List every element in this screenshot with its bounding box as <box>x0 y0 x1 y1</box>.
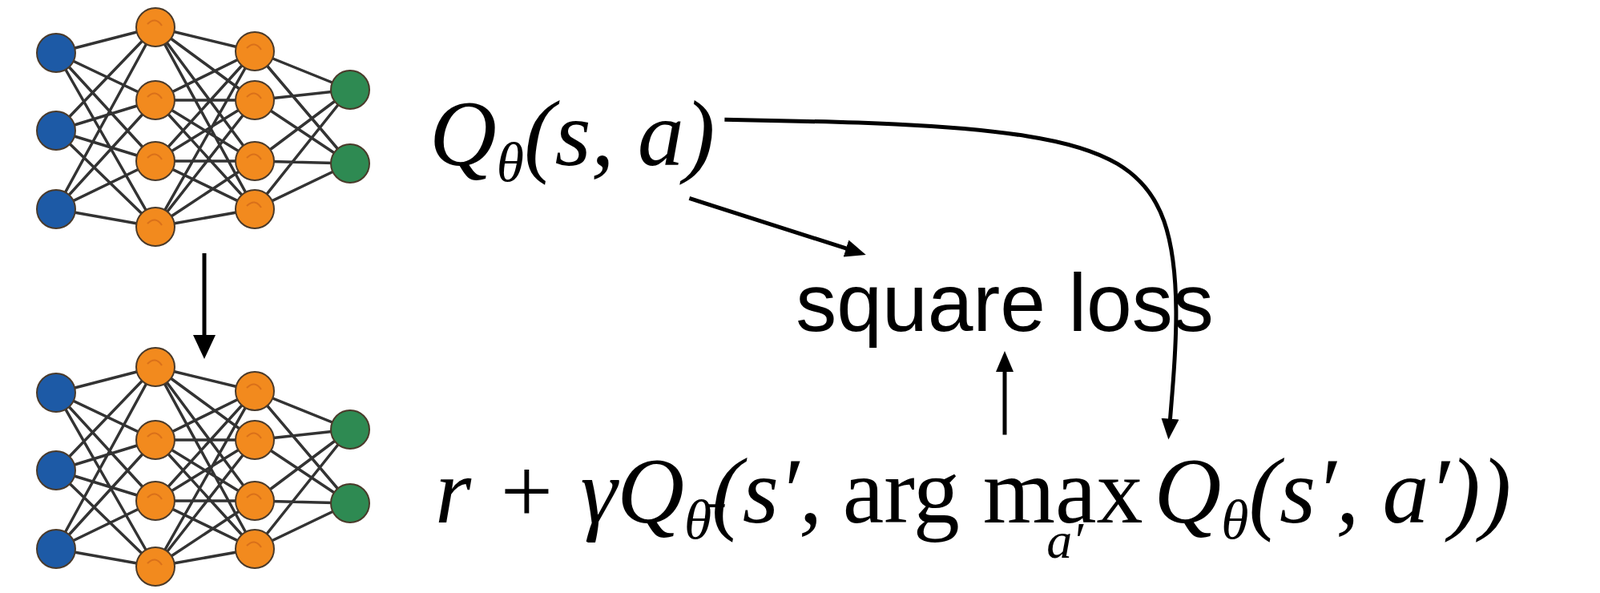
loss-label-text: square loss <box>795 257 1214 349</box>
subscript: θ <box>496 131 524 194</box>
operator-text: arg max <box>842 439 1144 543</box>
target-network <box>36 347 370 586</box>
q-value-output: Qθ(s, a) <box>423 77 722 199</box>
math-text: r + γQ <box>435 439 685 543</box>
online-network <box>36 8 370 246</box>
loss-node: square loss <box>787 254 1222 351</box>
copy-arrow-shaft <box>202 253 207 339</box>
math-text: Q <box>1153 439 1222 543</box>
target-q-term: Qθ(s′, a′)) <box>1153 438 1512 553</box>
math-text: (s′, <box>711 439 823 543</box>
math-text: (s, a) <box>523 82 715 186</box>
subscript: θ̄ <box>684 488 712 551</box>
math-text: (s′, a′)) <box>1248 439 1512 543</box>
operator-subscript: a′ <box>1046 515 1084 567</box>
subscript: θ <box>1221 488 1249 551</box>
arrow-connector <box>689 197 860 253</box>
copy-arrow-head <box>193 334 216 359</box>
operator-group: arg maxa′ <box>842 438 1144 545</box>
target-expression: r + γQθ̄(s′,arg maxa′Qθ(s′, a′)) <box>428 435 1518 557</box>
arrow-connector <box>1002 357 1007 435</box>
math-text: Q <box>429 82 497 186</box>
